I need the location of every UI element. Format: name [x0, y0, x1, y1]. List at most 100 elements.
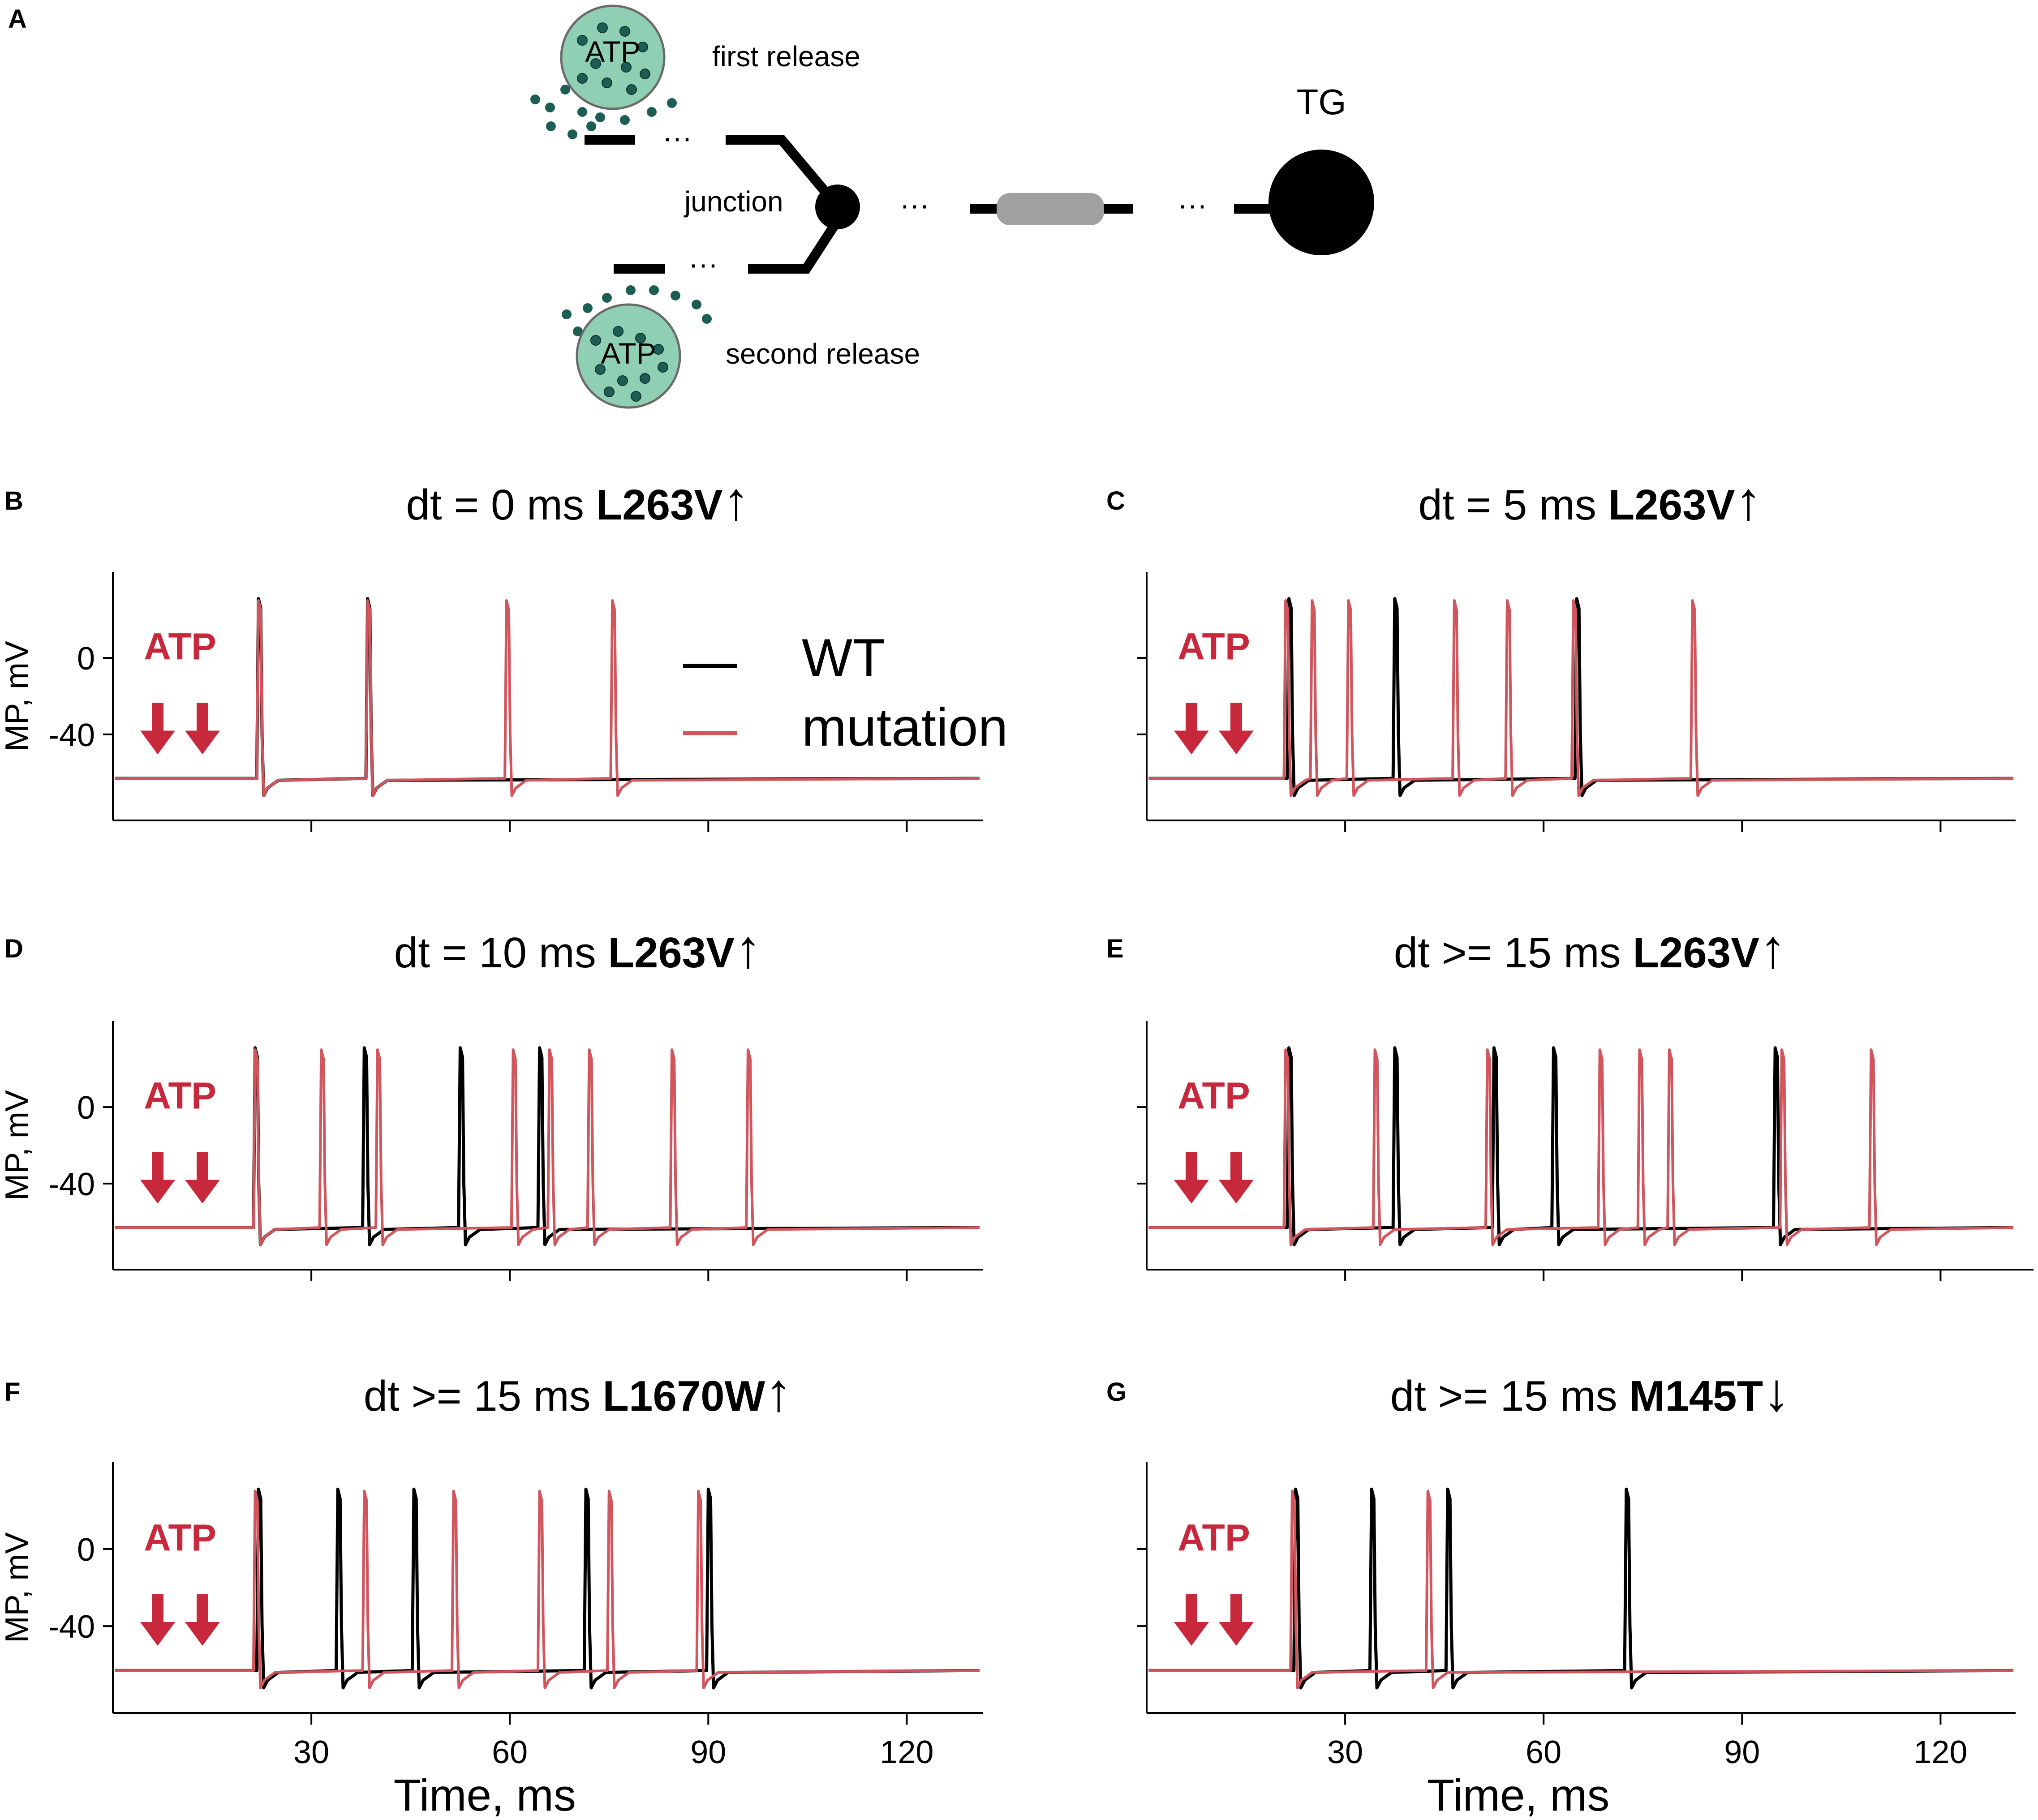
panel-a-schematic: A ATP first release ATP second release ·…	[8, 4, 1374, 409]
panel-a-letter: A	[8, 4, 27, 34]
vesicle-dot	[590, 58, 601, 69]
atp-stimulus-arrow	[140, 703, 175, 755]
ellipsis-top: ···	[662, 121, 692, 154]
vesicle-dot	[626, 84, 637, 95]
atp-vesicle-second-label: ATP	[601, 337, 656, 370]
junction-node	[815, 185, 860, 229]
vesicle-dot	[617, 375, 628, 386]
panel-title-condition: dt >= 15 ms	[1390, 1372, 1630, 1420]
atp-dot	[560, 85, 570, 94]
y-tick-label: 0	[77, 1532, 95, 1568]
vesicle-dot	[577, 35, 588, 46]
atp-dot	[647, 107, 657, 117]
atp-dot	[595, 112, 605, 122]
atp-stimulus-arrow	[1174, 1594, 1209, 1646]
y-tick-label: -40	[48, 717, 95, 753]
tg-soma	[1268, 150, 1374, 255]
atp-stimulus-label: ATP	[1178, 1517, 1250, 1559]
trace-wt	[1148, 1046, 2013, 1246]
x-tick-label: 120	[1913, 1734, 1967, 1770]
panel-letter: C	[1106, 486, 1125, 515]
atp-stimulus-arrow	[1219, 1152, 1254, 1204]
atp-dot	[545, 103, 555, 112]
vesicle-dot	[653, 344, 664, 355]
second-release-label: second release	[726, 338, 920, 370]
x-tick-label: 90	[690, 1734, 726, 1770]
panel-title-mutation: L263V	[1608, 481, 1735, 529]
x-tick-label: 90	[1724, 1734, 1760, 1770]
atp-dot	[583, 303, 593, 313]
y-tick-label: 0	[77, 1090, 95, 1126]
y-axis-label: MP, mV	[0, 1532, 35, 1643]
panel-title-condition: dt = 10 ms	[394, 929, 608, 977]
vesicle-dot	[597, 22, 608, 33]
vesicle-dot	[602, 77, 612, 88]
x-axis-label: Time, ms	[1427, 1770, 1609, 1820]
atp-dot	[577, 107, 587, 117]
trace-wt	[115, 1487, 980, 1690]
vesicle-dot	[637, 42, 648, 52]
vesicle-dot	[631, 391, 641, 402]
atp-stimulus-label: ATP	[144, 1074, 216, 1116]
trace-wt	[1148, 597, 2013, 797]
atp-stimulus-label: ATP	[1178, 1074, 1250, 1116]
axon-segment	[997, 193, 1104, 225]
panel-title: dt >= 15 ms M145T↓	[1390, 1362, 1790, 1422]
tg-label: TG	[1296, 82, 1346, 122]
ellipsis-axon-2: ···	[1178, 188, 1207, 221]
panel-title-mutation: M145T	[1629, 1372, 1763, 1420]
atp-stimulus-label: ATP	[144, 1517, 216, 1559]
vesicle-dot	[619, 26, 630, 37]
vesicle-dot	[577, 73, 588, 84]
first-release-label: first release	[712, 40, 860, 73]
ellipsis-bottom: ···	[688, 247, 718, 280]
atp-dot	[671, 291, 680, 300]
vesicle-dot	[604, 386, 615, 397]
neuron-branches	[585, 135, 1270, 274]
atp-stimulus-arrow	[185, 703, 220, 755]
y-tick-label: 0	[77, 641, 95, 677]
panel-title-condition: dt >= 15 ms	[1394, 929, 1633, 977]
x-axis-label: Time, ms	[394, 1770, 576, 1820]
trace-wt	[1148, 1487, 2013, 1690]
panel-title-mutation: L263V	[1633, 929, 1759, 977]
legend: WT mutation	[683, 628, 1008, 757]
y-tick-label: -40	[48, 1609, 95, 1645]
trace-mutation	[1148, 599, 2013, 797]
atp-dot	[692, 300, 701, 309]
panel-letter: E	[1106, 934, 1124, 963]
vesicle-dot	[658, 362, 668, 373]
panel-title-mutation: L263V	[596, 481, 723, 529]
x-tick-label: 60	[492, 1734, 528, 1770]
legend-mutation-label: mutation	[802, 697, 1008, 757]
panel-letter: F	[4, 1378, 20, 1407]
panel-title: dt = 0 ms L263V↑	[406, 471, 749, 531]
trace-mutation	[115, 1048, 980, 1246]
trace-mutation	[1148, 1048, 2013, 1246]
atp-dot	[649, 285, 659, 295]
y-axis-label: MP, mV	[0, 641, 35, 751]
junction-label: junction	[684, 185, 783, 218]
atp-dot	[702, 314, 712, 324]
panel-title-condition: dt = 0 ms	[406, 481, 596, 529]
vesicle-dots-first	[577, 22, 650, 95]
atp-dot	[530, 94, 540, 104]
vesicle-dot	[595, 364, 606, 375]
atp-stimulus-arrow	[185, 1152, 220, 1204]
panel-title-arrow: ↓	[1763, 1362, 1790, 1422]
atp-dot	[573, 326, 583, 336]
vesicle-dot	[613, 326, 623, 337]
panel-title: dt = 10 ms L263V↑	[394, 919, 761, 979]
vesicle-dot	[640, 69, 650, 79]
ellipsis-axon-1: ···	[900, 188, 929, 221]
atp-stimulus-arrow	[1174, 703, 1209, 755]
panel-title-arrow: ↑	[1759, 919, 1786, 979]
panel-title: dt >= 15 ms L1670W↑	[364, 1362, 792, 1422]
